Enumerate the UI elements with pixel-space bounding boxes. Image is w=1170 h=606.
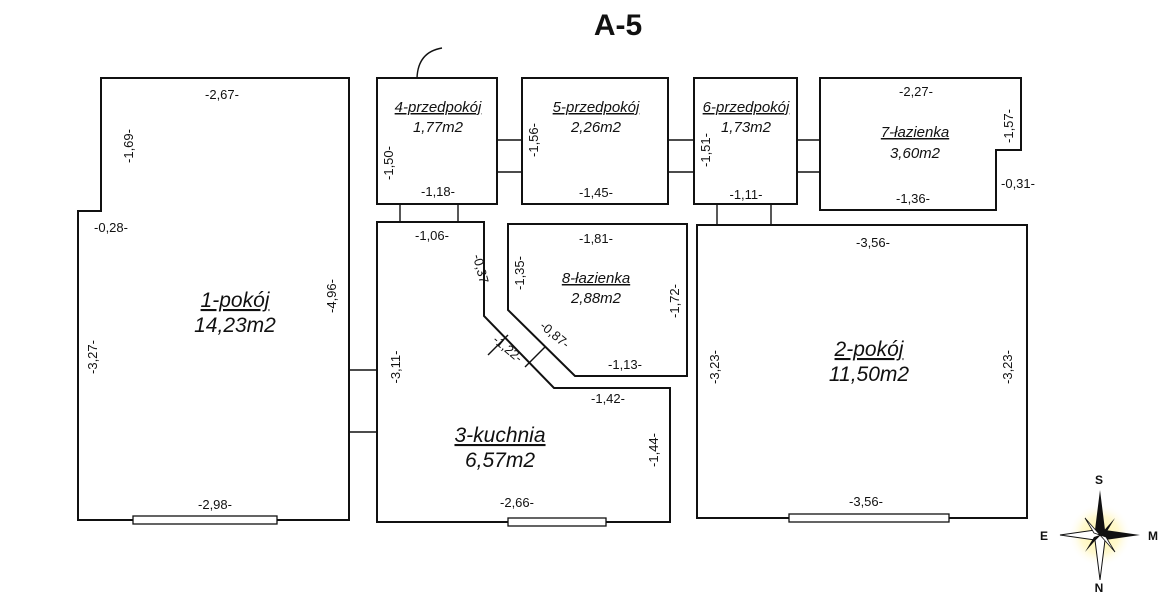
room-2-name: 2-pokój: [834, 338, 905, 361]
room-2-area: 11,50m2: [829, 363, 909, 386]
room-8-name: 8-łazienka: [562, 270, 630, 287]
dim-label: -1,11-: [730, 187, 763, 202]
dim-label: -1,56-: [526, 123, 541, 157]
room-8-area: 2,88m2: [570, 290, 622, 307]
dim-label: -1,69-: [121, 129, 136, 163]
dim-label: -1,72-: [667, 284, 682, 318]
window-room-2: [788, 513, 950, 523]
dim-label: -2,66-: [500, 495, 534, 510]
dim-label: -3,11-: [388, 351, 403, 384]
room-3-name: 3-kuchnia: [454, 424, 545, 447]
compass-label-s: S: [1095, 473, 1103, 487]
dim-label: -0,28-: [94, 220, 128, 235]
dim-label: -1,18-: [421, 184, 455, 199]
door-passages: [349, 139, 820, 433]
room-4-name: 4-przedpokój: [395, 99, 482, 116]
dim-label: -3,27-: [85, 340, 100, 374]
dim-label: -1,51-: [698, 133, 713, 167]
dim-label: -0,31-: [1001, 176, 1035, 191]
walls: [77, 77, 1028, 523]
room-8-outline: [507, 223, 688, 377]
dim-label: -3,23-: [707, 350, 722, 384]
dim-label: -1,57-: [1001, 109, 1016, 143]
room-4-outline: [376, 77, 498, 205]
dim-label: -3,56-: [856, 235, 890, 250]
dim-label: -1,35-: [512, 256, 527, 290]
dim-label: -1,42-: [591, 391, 625, 406]
dim-label: -3,56-: [849, 494, 883, 509]
dim-label: -2,98-: [198, 497, 232, 512]
dim-label: -1,50-: [381, 146, 396, 180]
room-7-name: 7-łazienka: [881, 124, 949, 141]
room-5-outline: [521, 77, 669, 205]
room-1-name: 1-pokój: [201, 289, 271, 312]
room-3-area: 6,57m2: [465, 449, 535, 472]
window-room-3: [507, 517, 607, 527]
room-7-outline: [819, 77, 1022, 211]
dim-label: -4,96-: [324, 279, 339, 313]
room-6-area: 1,73m2: [721, 119, 772, 136]
dim-label: -0,87-: [537, 318, 573, 351]
compass-label-n: N: [1095, 581, 1104, 595]
compass-label-m: M: [1148, 529, 1158, 543]
dim-label: -1,06-: [415, 228, 449, 243]
room-labels: 1-pokój 14,23m2 2-pokój 11,50m2 3-kuchni…: [194, 99, 949, 472]
compass-label-e: E: [1040, 529, 1048, 543]
window-room-1: [132, 515, 278, 525]
room-1-area: 14,23m2: [194, 314, 276, 337]
dim-label: -1,45-: [579, 185, 613, 200]
room-5-name: 5-przedpokój: [553, 99, 640, 116]
dim-label: -1,13-: [608, 357, 642, 372]
dim-label: -1,36-: [896, 191, 930, 206]
room-3-outline: [376, 221, 671, 523]
room-7-area: 3,60m2: [890, 145, 941, 162]
room-4-area: 1,77m2: [413, 119, 464, 136]
compass-rose: S E M N: [1040, 473, 1158, 595]
dim-label: -1,44-: [646, 433, 661, 467]
windows: [132, 513, 950, 527]
entrance-door-arc: [416, 47, 443, 79]
dim-label: -2,27-: [899, 84, 933, 99]
dim-label: -3,23-: [1000, 350, 1015, 384]
room-6-name: 6-przedpokój: [703, 99, 790, 116]
room-5-area: 2,26m2: [570, 119, 622, 136]
dim-label: -1,81-: [579, 231, 613, 246]
dim-label: -0,37-: [470, 252, 493, 289]
plan-title: A-5: [594, 9, 642, 42]
room-1-outline: [77, 77, 350, 521]
dim-label: -2,67-: [205, 87, 239, 102]
dimension-labels: -2,67- -1,69- -0,28- -3,27- -4,96- -2,98…: [85, 84, 1035, 512]
room-6-outline: [693, 77, 798, 205]
